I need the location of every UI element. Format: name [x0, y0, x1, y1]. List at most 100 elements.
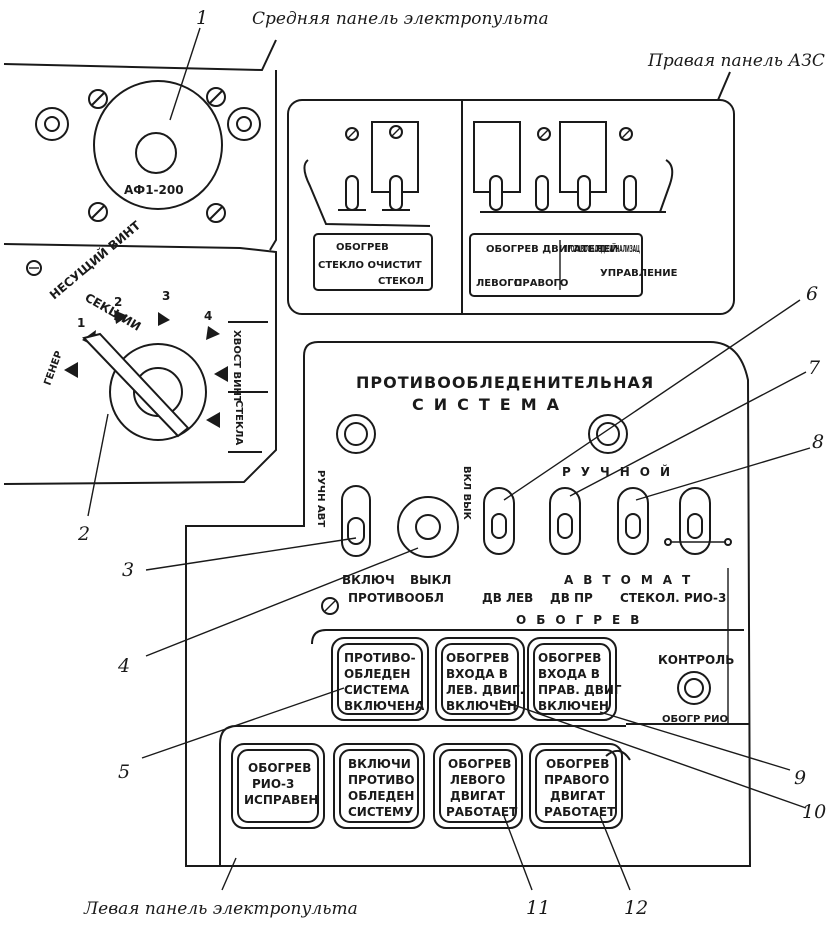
breaker-switch[interactable]: [338, 175, 366, 211]
sections-label: СЕКЦ ИИ: [83, 290, 144, 333]
control-label: КОНТРОЛЬ: [658, 653, 734, 667]
leader-lines: [87, 27, 811, 891]
breaker-group-left: ОБОГРЕВ СТЕКЛО ОЧИСТИТ СТЕКОЛ: [303, 121, 433, 291]
breaker-group-right: ОБОГРЕВ ДВИГАТЕЛЕЙ ЛЕВОГО ПРАВОГО ПРОТИВ…: [469, 121, 678, 297]
azs-right-item-3: ПРАВОГО: [514, 278, 568, 289]
azs-panel: ОБОГРЕВ СТЕКЛО ОЧИСТИТ СТЕКОЛ ОБОГРЕВ ДВ…: [287, 71, 735, 315]
lamp-text: ДВИГАТ: [450, 789, 506, 803]
deice-title-1: ПРОТИВООБЛЕДЕНИТЕЛЬНАЯ: [356, 373, 654, 392]
indicator-light-icon: [588, 414, 628, 454]
callout-12: 12: [624, 897, 648, 919]
callout-1: 1: [196, 7, 208, 29]
lamp-text: РАБОТАЕТ: [446, 805, 518, 819]
lamp-text: ОБОГРЕВ: [546, 757, 609, 771]
lamp-text: ПРОТИВО-: [344, 651, 416, 665]
lamp-text: ВХОДА В: [538, 667, 600, 681]
manual-auto-side-label: РУЧН АВТ: [315, 470, 326, 527]
lamp-text: ВКЛЮЧЕН: [446, 699, 517, 713]
screw-icon: [88, 202, 108, 222]
generator-label: ГЕНЕР: [42, 350, 65, 387]
breaker-switch[interactable]: [535, 175, 549, 211]
lamp-right-engine-heat-working: ОБОГРЕВ ПРАВОГО ДВИГАТ РАБОТАЕТ: [529, 743, 623, 829]
engine-right-switch[interactable]: [549, 487, 581, 555]
lamp-rio3-ok: ОБОГРЕВ РИО-3 ИСПРАВЕН: [231, 743, 325, 829]
lamp-text: ВКЛЮЧЕН: [538, 699, 609, 713]
position-1: 1: [77, 316, 85, 330]
lamp-text: ОБЛЕДЕН: [344, 667, 410, 681]
heating-label: ОБОГРЕВ: [516, 613, 649, 627]
breaker-switch[interactable]: [623, 175, 637, 211]
manual-label: РУЧНОЙ: [562, 464, 680, 479]
lamp-text: ПРОТИВО: [348, 773, 415, 787]
azs-right-item-2: ЛЕВОГО: [476, 278, 522, 289]
lamp-text: ЛЕВОГО: [450, 773, 505, 787]
callout-7: 7: [808, 357, 821, 379]
caption-left-panel: Левая панель электропульта: [83, 899, 358, 919]
callout-8: 8: [812, 431, 824, 453]
lamp-text: ОБОГРЕВ: [248, 761, 311, 775]
callout-5: 5: [118, 761, 130, 783]
glass-switch[interactable]: [617, 487, 649, 555]
screw-icon: [619, 127, 633, 141]
engine-left-switch[interactable]: [483, 487, 515, 555]
switch-label-engine-left: ДВ ЛЕВ: [482, 591, 533, 605]
callout-9: 9: [794, 767, 806, 789]
control-button[interactable]: [677, 671, 711, 705]
screw-icon: [537, 127, 551, 141]
control-sub-label: ОБОГР РИО: [662, 714, 728, 725]
screw-icon: [389, 125, 403, 139]
lamp-text: ОБОГРЕВ: [538, 651, 601, 665]
tail-rotor-label: ХВОСТ ВИНТ: [231, 330, 242, 403]
mode-toggle-switch[interactable]: [341, 485, 371, 557]
middle-panel: АФ1-200: [3, 39, 277, 251]
on-label: ВКЛЮЧ: [342, 573, 395, 587]
azs-right-item-5: УПРАВЛЕНИЕ: [600, 268, 678, 279]
glass-label: СТЕКЛА: [233, 400, 244, 445]
lamp-text: ВХОДА В: [446, 667, 508, 681]
lamp-text: ЛЕВ. ДВИГ.: [446, 683, 524, 697]
azs-right-item-1: ОБОГРЕВ ДВИГАТЕЛЕЙ: [486, 242, 618, 255]
breaker-switch[interactable]: [577, 175, 591, 211]
caption-middle-panel: Средняя панель электропульта: [252, 9, 549, 29]
screw-icon: [88, 89, 108, 109]
lamp-text: ПРАВОГО: [544, 773, 609, 787]
indicator-light-icon: [336, 414, 376, 454]
deice-push-button[interactable]: [397, 496, 459, 558]
lamp-text: СИСТЕМА: [344, 683, 410, 697]
selector-knob[interactable]: [82, 332, 207, 441]
position-2: 2: [114, 295, 122, 309]
lamp-text: РАБОТАЕТ: [544, 805, 616, 819]
azs-left-item-2: СТЕКОЛ: [378, 276, 424, 287]
screw-icon: [206, 203, 226, 223]
lamp-deice-on: ПРОТИВО- ОБЛЕДЕН СИСТЕМА ВКЛЮЧЕНА: [331, 637, 429, 721]
position-3: 3: [162, 289, 170, 303]
lamp-text: ИСПРАВЕН: [244, 793, 318, 807]
screw-icon: [206, 87, 226, 107]
on-off-side-label: ВКЛ ВЫК: [461, 466, 472, 521]
rotor-label: НЕСУЩИЙ ВИНТ: [46, 217, 144, 302]
rio3-switch[interactable]: [664, 487, 732, 555]
lamp-text: ОБЛЕДЕН: [348, 789, 414, 803]
breaker-switch[interactable]: [489, 175, 503, 211]
lamp-text: ВКЛЮЧЕНА: [344, 699, 425, 713]
auto-label: АВТОМАТ: [564, 573, 700, 587]
lamp-text: ПРАВ. ДВИГ: [538, 683, 622, 697]
screw-icon: [321, 597, 339, 615]
lamp-text: ОБОГРЕВ: [446, 651, 509, 665]
deice-label: ПРОТИВООБЛ: [348, 591, 444, 605]
lamp-text: СИСТЕМУ: [348, 805, 413, 819]
switch-label-engine-right: ДВ ПР: [550, 591, 593, 605]
azs-right-item-4: ПРОТИВООБЛЕД СИГНАЛИЗАЦ: [564, 244, 640, 255]
connector-af1-200: АФ1-200: [35, 80, 261, 223]
switch-label-glass: СТЕКОЛ.: [620, 591, 680, 605]
breaker-switch[interactable]: [382, 175, 410, 211]
callout-6: 6: [806, 283, 818, 305]
selector-panel: НЕСУЩИЙ ВИНТ СЕКЦ ИИ ГЕНЕР 1 2 3 4 ХВОСТ…: [3, 217, 277, 485]
lamp-text: ОБОГРЕВ: [448, 757, 511, 771]
azs-left-item-1: СТЕКЛО ОЧИСТИТ: [318, 260, 422, 271]
switch-label-rio3: РИО-3: [684, 591, 726, 605]
deice-panel: ПРОТИВООБЛЕДЕНИТЕЛЬНАЯ СИСТЕМА РУЧНОЙ РУ…: [185, 341, 752, 867]
lamp-text: РИО-3: [252, 777, 294, 791]
position-4: 4: [204, 309, 212, 323]
